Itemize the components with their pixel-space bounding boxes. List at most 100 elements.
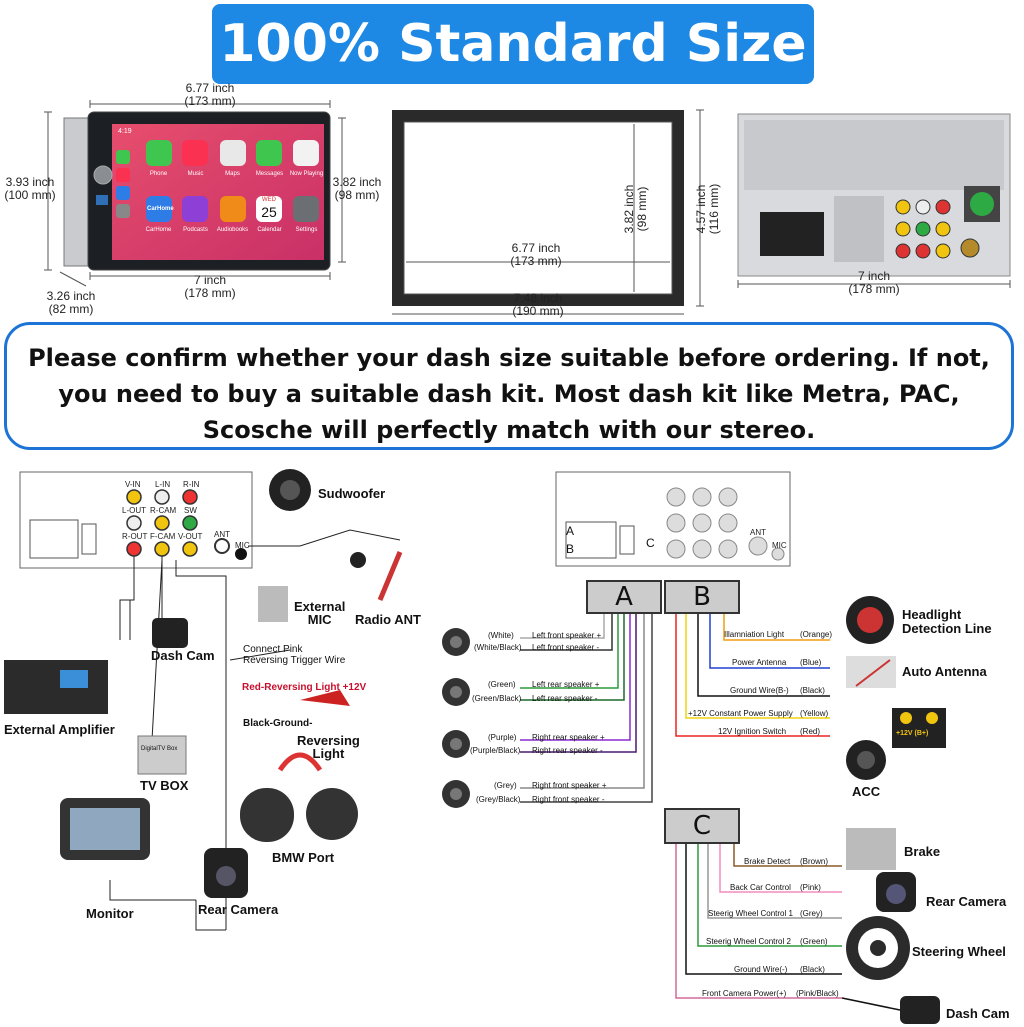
app-messages[interactable]: Messages: [255, 171, 284, 177]
steering-wheel-label: Steering Wheel: [912, 944, 1006, 959]
b-wire-color-3: (Yellow): [800, 709, 829, 718]
app-carhome[interactable]: CarHome: [145, 227, 172, 233]
rca-label-l-in: L-IN: [155, 480, 171, 489]
battery-icon: [892, 708, 946, 748]
c-wire-color-5: (Pink/Black): [796, 989, 839, 998]
c-wire-label-3: Steerig Wheel Control 2: [706, 937, 791, 946]
c-wire-color-0: (Brown): [800, 857, 829, 866]
ant-label-left: ANT: [214, 530, 230, 539]
c-wire-color-4: (Black): [800, 965, 825, 974]
speaker-color-4: (Purple): [488, 733, 517, 742]
right-rca-jacks: [666, 487, 785, 561]
external-mic-connector: [258, 586, 288, 622]
rear-camera-label-right: Rear Camera: [926, 894, 1007, 909]
radio-dimension-lines: [44, 100, 346, 287]
red-reversing-label: Red-Reversing Light +12V: [242, 682, 367, 693]
rear-camera-label-left: Rear Camera: [198, 902, 279, 917]
dim-radio-height: 3.93 inch (100 mm): [4, 175, 56, 202]
radio-ant-label: Radio ANT: [355, 612, 421, 627]
bmw-port-left: [240, 788, 294, 842]
black-ground-label: Black-Ground-: [243, 718, 313, 729]
speaker-label-0: Left front speaker +: [532, 631, 602, 640]
mic-label-left: MIC: [235, 541, 250, 550]
external-mic-label: External MIC: [294, 599, 346, 627]
dash-cam-device: [152, 618, 188, 648]
c-wire-color-1: (Pink): [800, 883, 821, 892]
rca-label-l-out: L-OUT: [122, 506, 146, 515]
headlight-label: Headlight Detection Line: [902, 607, 992, 636]
rca-label-r-in: R-IN: [183, 480, 200, 489]
calendar-day: WED: [262, 197, 276, 203]
speaker-color-6: (Grey): [494, 781, 517, 790]
b-wire-label-0: Illamniation Light: [724, 630, 785, 639]
speaker-label-1: Left front speaker -: [532, 643, 600, 652]
c-wire-color-3: (Green): [800, 937, 828, 946]
dim-body-width: 7 inch (178 mm): [184, 273, 236, 300]
app-maps[interactable]: Maps: [225, 171, 240, 177]
app-now-playing[interactable]: Now Playing: [289, 171, 324, 177]
speaker-label-5: Right rear speaker -: [532, 746, 603, 755]
mic-label-right: MIC: [772, 541, 787, 550]
b-wire-label-4: 12V Ignition Switch: [718, 727, 787, 736]
screen-app-row-2: CarHome Podcasts Audiobooks Calendar Setting…: [140, 227, 330, 233]
app-phone[interactable]: Phone: [149, 171, 168, 177]
rca-label-v-out: V-OUT: [178, 532, 203, 541]
calendar-date: 25: [261, 204, 277, 220]
bmw-port-label: BMW Port: [272, 850, 335, 865]
section-c-wires: [675, 842, 842, 999]
app-music[interactable]: Music: [187, 171, 204, 177]
speaker-label-3: Left rear speaker -: [532, 694, 598, 703]
b-wire-label-1: Power Antenna: [732, 658, 787, 667]
dash-cam-icon-right: [900, 996, 940, 1024]
carhome-tile-text: CarHome: [147, 206, 174, 212]
rca-label-r-out: R-OUT: [122, 532, 148, 541]
dash-frame: [392, 110, 684, 306]
ant-label-right: ANT: [750, 528, 766, 537]
rca-label-sw: SW: [184, 506, 197, 515]
brake-icon: [846, 828, 896, 870]
speaker-color-3: (Green/Black): [472, 694, 522, 703]
dash-cam-label: Dash Cam: [151, 648, 215, 663]
subwoofer-label: Sudwoofer: [318, 486, 386, 501]
section-a-wires: [520, 612, 653, 803]
rca-jacks: [126, 489, 198, 557]
tv-box-device-text: DigitalTV Box: [141, 746, 178, 752]
dim-frame-inner-width: 6.77 inch (173 mm): [510, 241, 562, 268]
app-podcasts[interactable]: Podcasts: [183, 227, 208, 233]
rca-label-r-cam: R-CAM: [150, 506, 177, 515]
external-amplifier-label: External Amplifier: [4, 722, 115, 737]
c-wire-label-4: Ground Wire(-): [734, 965, 788, 974]
b-wire-color-1: (Blue): [800, 658, 822, 667]
rca-label-v-in: V-IN: [125, 480, 141, 489]
b-wire-color-4: (Red): [800, 727, 821, 736]
b-wire-label-3: +12V Constant Power Supply: [688, 709, 793, 718]
reversing-light-shape: [300, 690, 350, 706]
acc-label: ACC: [852, 784, 881, 799]
c-wire-color-2: (Grey): [800, 909, 823, 918]
dim-radio-width: 6.77 inch (173 mm): [184, 81, 236, 108]
dim-screen-height: 3.82 inch (98 mm): [332, 175, 382, 202]
port-c-label: C: [646, 536, 655, 550]
dimension-drawings: [44, 100, 1011, 315]
carplay-app-grid: [116, 140, 319, 222]
page-title: 100% Standard Size: [212, 4, 814, 84]
bmw-port-right: [306, 788, 358, 840]
app-calendar[interactable]: Calendar: [257, 227, 282, 233]
left-wires: [109, 529, 401, 931]
frame-dimension-lines: [392, 109, 704, 315]
speaker-color-1: (White/Black): [474, 643, 522, 652]
app-audiobooks[interactable]: Audiobooks: [216, 227, 249, 233]
app-settings[interactable]: Settings: [295, 227, 318, 233]
connect-pink-label: Connect Pink Reversing Trigger Wire: [243, 644, 346, 666]
brake-label: Brake: [904, 844, 941, 859]
radio-unit-back: [737, 113, 1011, 277]
tv-box-device: [137, 735, 187, 775]
c-wire-label-5: Front Camera Power(+): [702, 989, 787, 998]
dim-depth: 3.26 inch (82 mm): [46, 289, 96, 316]
dash-cam-label-right: Dash Cam: [946, 1006, 1010, 1021]
speaker-color-7: (Grey/Black): [476, 795, 521, 804]
section-b-wires: [675, 612, 830, 737]
speaker-color-2: (Green): [488, 680, 516, 689]
speaker-label-7: Right front speaker -: [532, 795, 605, 804]
auto-antenna-label: Auto Antenna: [902, 664, 987, 679]
